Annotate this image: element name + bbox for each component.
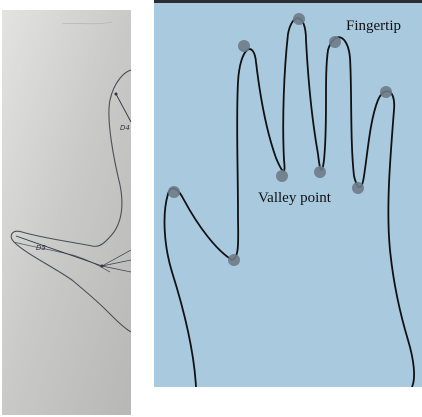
fingertip-marker-little bbox=[380, 86, 392, 98]
fingertip-label: Fingertip bbox=[346, 18, 401, 35]
valley-marker-thumb-index bbox=[228, 254, 240, 266]
valley-point-label: Valley point bbox=[258, 190, 331, 207]
valley-marker-ring-little bbox=[352, 182, 364, 194]
fingertip-marker-thumb bbox=[168, 186, 180, 198]
hand-tracing-paper bbox=[2, 10, 131, 415]
fingertip-marker-middle bbox=[293, 13, 305, 25]
hand-contour-diagram: Fingertip Valley point bbox=[154, 0, 422, 387]
d5-label: D5 bbox=[36, 244, 46, 252]
fingertip-marker-ring bbox=[329, 36, 341, 48]
d4-label: D4 bbox=[120, 124, 130, 132]
valley-marker-middle-ring bbox=[314, 166, 326, 178]
hand-tracing-photo: D5 D4 bbox=[2, 10, 131, 415]
valley-marker-index-middle bbox=[276, 170, 288, 182]
fingertip-marker-index bbox=[238, 40, 250, 52]
